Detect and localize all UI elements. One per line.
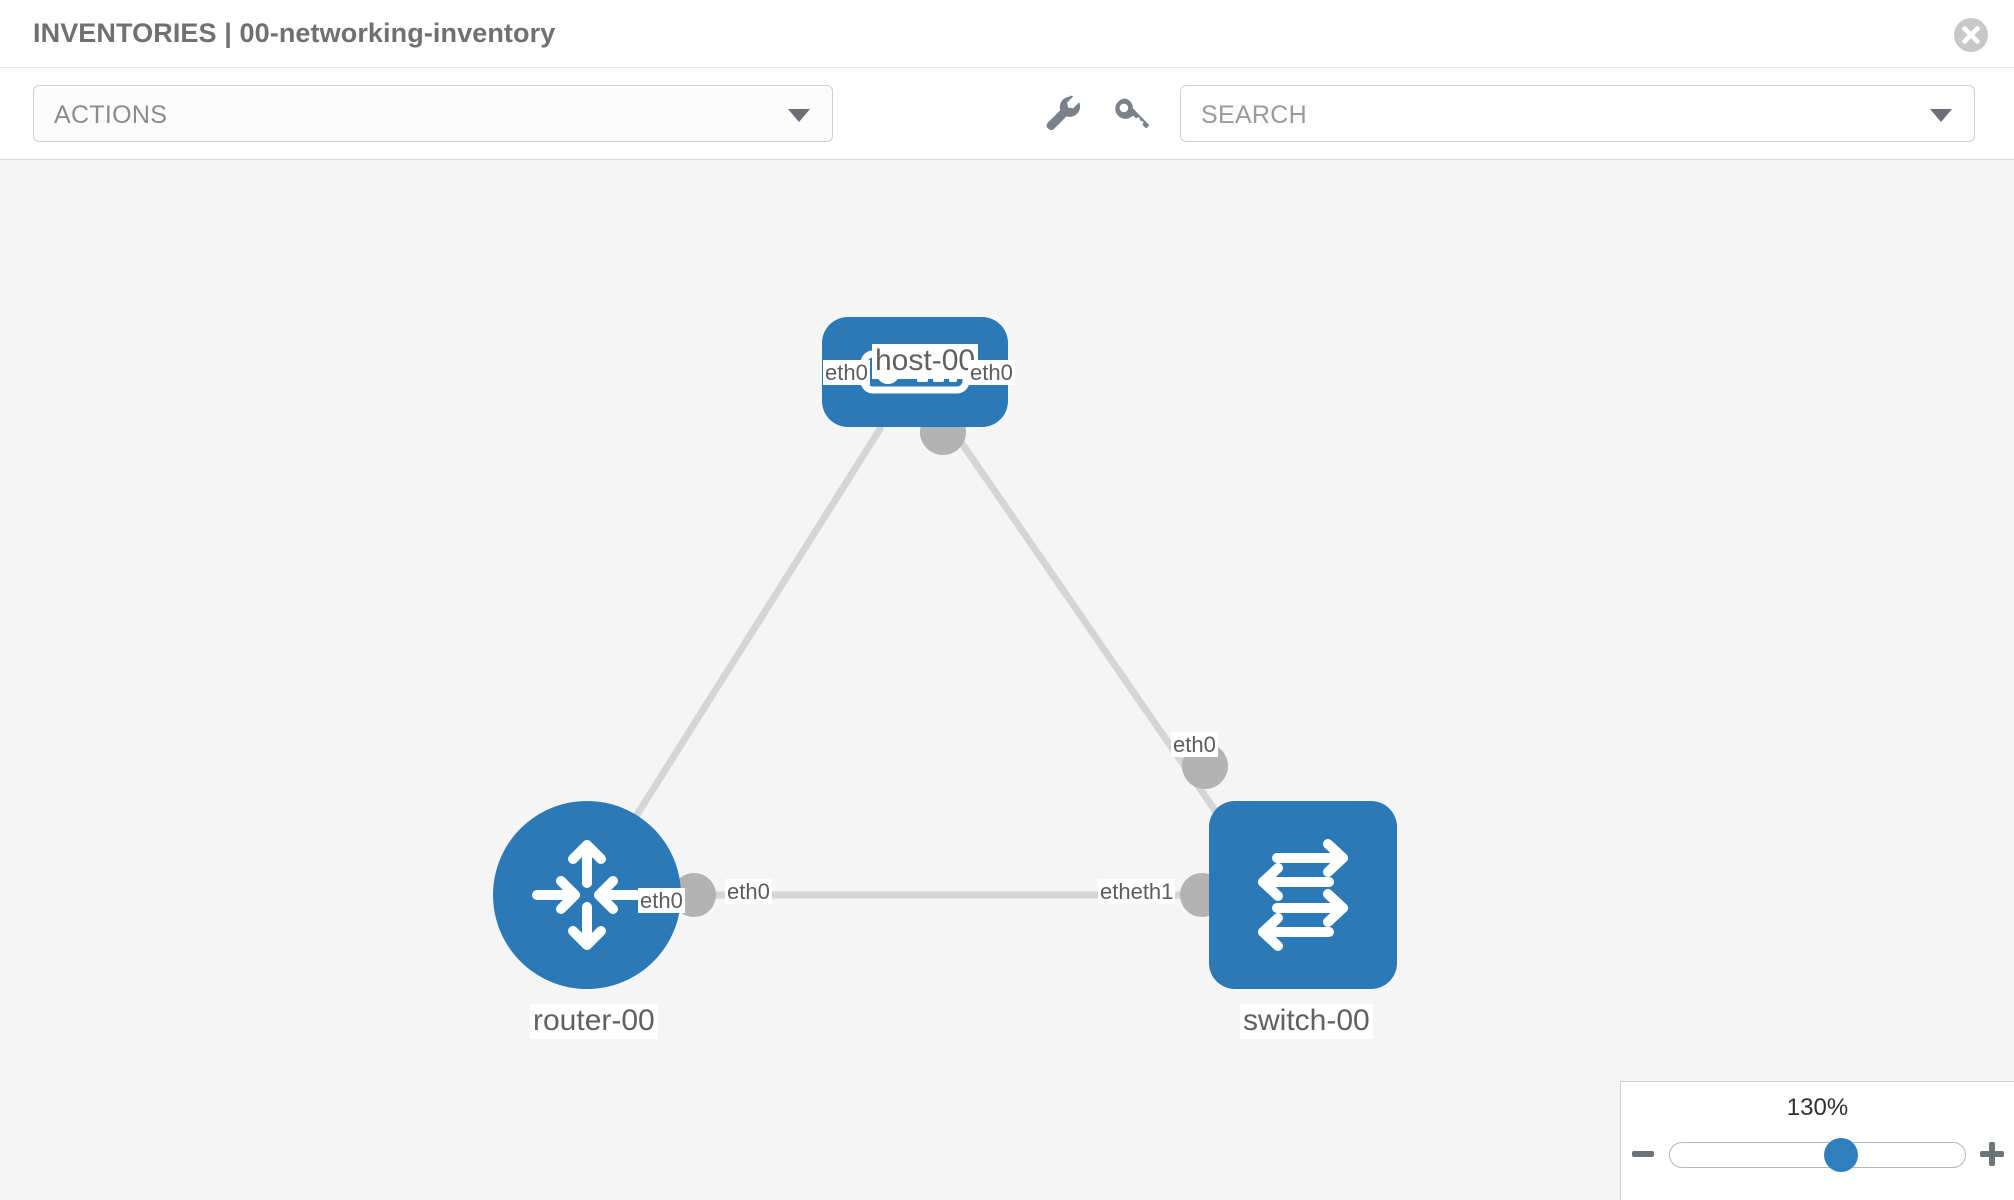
- router-four-arrows-icon: [532, 840, 642, 950]
- key-icon[interactable]: [1108, 90, 1154, 136]
- interface-label-switch-to-host: eth0: [1171, 732, 1218, 758]
- interface-label-host-right: eth0: [968, 360, 1015, 386]
- search-input[interactable]: SEARCH: [1180, 85, 1975, 142]
- topology-canvas[interactable]: host-00 eth0 eth0: [0, 161, 2014, 1200]
- actions-dropdown-label: ACTIONS: [54, 101, 168, 129]
- search-placeholder: SEARCH: [1201, 101, 1307, 129]
- zoom-slider[interactable]: [1669, 1138, 1966, 1172]
- zoom-slider-track: [1669, 1142, 1966, 1168]
- topology-links: [600, 425, 1247, 899]
- zoom-slider-handle[interactable]: [1824, 1138, 1859, 1172]
- interface-label-router-to-switch: eth0: [725, 879, 772, 905]
- page-title: INVENTORIES | 00-networking-inventory: [33, 18, 556, 48]
- interface-label-router-to-host: eth0: [638, 888, 685, 914]
- zoom-out-button[interactable]: [1621, 1141, 1665, 1167]
- interface-label-host-left: eth0: [823, 360, 870, 386]
- switch-node-shape[interactable]: [1209, 801, 1397, 989]
- zoom-level-label: 130%: [1786, 1094, 1849, 1121]
- node-label-router-00: router-00: [530, 1004, 658, 1039]
- interface-label-switch-to-router: etheth1: [1098, 879, 1176, 905]
- link-router-host: [600, 425, 884, 871]
- wrench-icon[interactable]: [1040, 90, 1086, 136]
- header-bar: INVENTORIES | 00-networking-inventory: [0, 0, 2014, 68]
- chevron-down-icon: [1930, 108, 1952, 122]
- actions-dropdown[interactable]: ACTIONS: [33, 85, 833, 142]
- zoom-slider-row: [1621, 1134, 2014, 1174]
- switch-arrows-icon: [1258, 839, 1348, 951]
- node-label-switch-00: switch-00: [1240, 1004, 1373, 1039]
- close-icon[interactable]: [1954, 18, 1988, 52]
- zoom-in-button[interactable]: [1970, 1140, 2014, 1168]
- node-label-host-00: host-00: [872, 344, 979, 379]
- toolbar: ACTIONS SEARCH: [0, 68, 2014, 160]
- chevron-down-icon: [788, 108, 810, 122]
- zoom-control-panel: 130%: [1620, 1081, 2014, 1200]
